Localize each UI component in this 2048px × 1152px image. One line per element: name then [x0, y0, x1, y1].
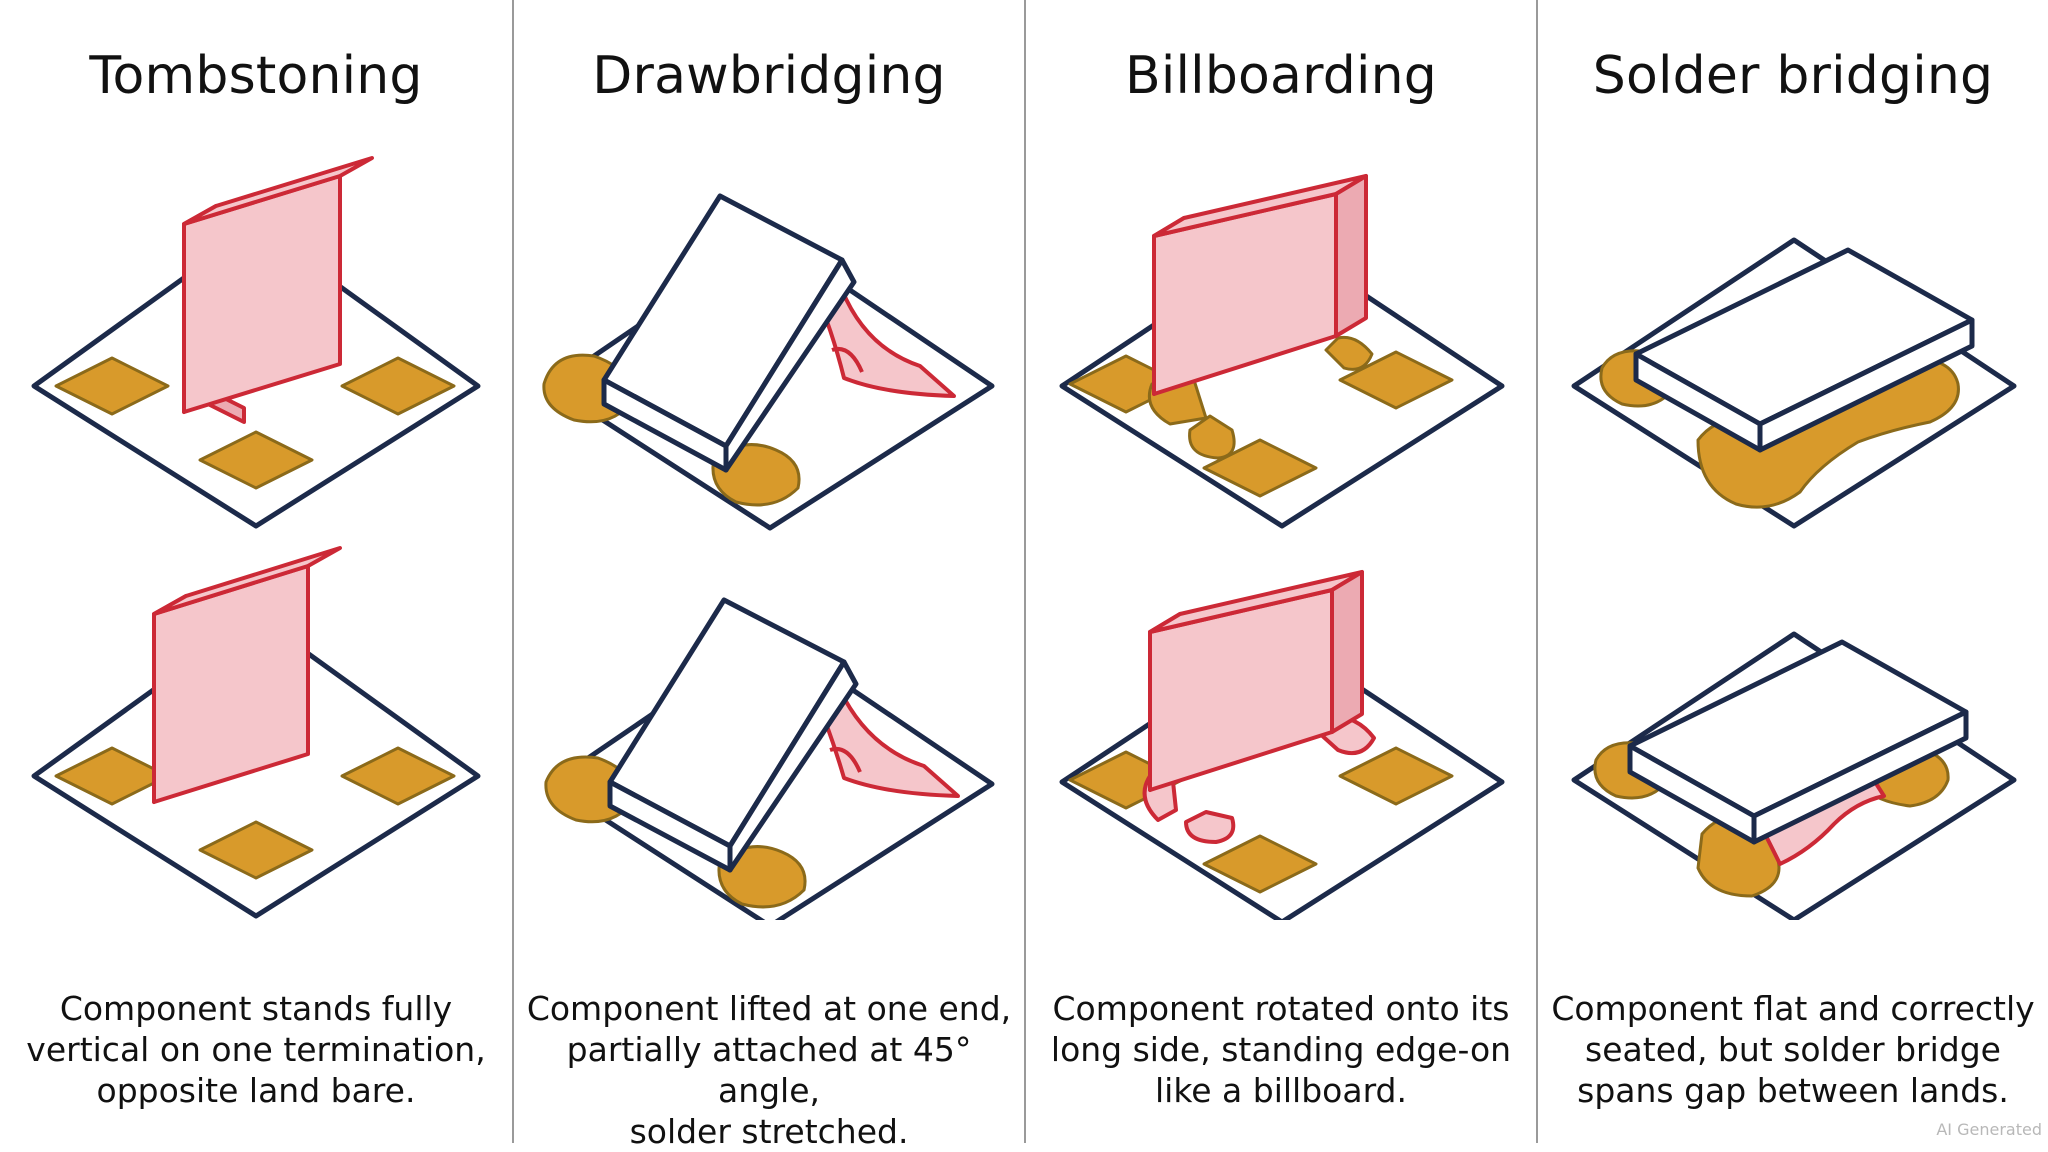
- solder-land: [198, 430, 314, 490]
- panel-title: Drawbridging: [592, 46, 946, 106]
- billboarding-example-bottom: [1059, 570, 1505, 920]
- board-outline: [1059, 633, 1505, 920]
- solder-land: [1338, 746, 1454, 806]
- solder-bridging-illustration: [1571, 237, 2017, 920]
- billboard-component-end: [1334, 174, 1368, 338]
- solder-land: [1202, 834, 1318, 894]
- solder-bridging-example-top: [1571, 237, 2017, 529]
- panel-caption: Component stands fully vertical on one t…: [10, 988, 502, 1111]
- solder-blob: [717, 845, 807, 909]
- solder-land: [1338, 350, 1454, 410]
- caption-line: spans gap between lands.: [1577, 1071, 2009, 1110]
- caption-line: partially attached at 45° angle,: [566, 1030, 972, 1110]
- caption-line: Component rotated onto its: [1052, 989, 1510, 1028]
- caption-line: seated, but solder bridge: [1585, 1030, 2001, 1069]
- caption-line: Component lifted at one end,: [526, 989, 1012, 1028]
- panel-caption: Component flat and correctly seated, but…: [1548, 988, 2038, 1111]
- solder-fillet: [1324, 335, 1374, 371]
- component-end: [1757, 317, 1975, 453]
- solder-filament: [831, 347, 864, 373]
- lifted-component-end: [727, 659, 859, 873]
- tombstoning-example-top: [31, 156, 481, 529]
- panel-caption: Component rotated onto its long side, st…: [1036, 988, 1526, 1111]
- tombstoned-component-top: [152, 546, 342, 616]
- panel-tombstoning: Tombstoning Comp: [0, 0, 512, 1143]
- panel-caption: Component lifted at one end, partially a…: [524, 988, 1014, 1152]
- solder-filament: [829, 747, 862, 773]
- drawbridging-illustration: [542, 193, 995, 920]
- tombstoned-component-top: [182, 156, 374, 226]
- watermark: AI Generated: [1936, 1120, 2042, 1139]
- panel-title: Billboarding: [1125, 46, 1437, 106]
- caption-line: long side, standing edge-on: [1050, 1030, 1512, 1069]
- solder-fillet: [1188, 414, 1236, 460]
- caption-line: Component flat and correctly: [1551, 989, 2035, 1028]
- tombstoning-example-bottom: [31, 546, 481, 919]
- lifted-component-end: [723, 257, 857, 473]
- panel-title: Solder bridging: [1592, 46, 1994, 106]
- billboarding-example-top: [1059, 174, 1505, 529]
- caption-line: solder stretched.: [629, 1112, 909, 1151]
- billboarding-illustration: [1059, 174, 1505, 920]
- drawbridging-example-top: [542, 193, 995, 531]
- defect-solder-fillet: [1184, 810, 1236, 844]
- board-outline: [1059, 237, 1505, 529]
- panel-solder-bridging: Solder bridging Component: [1536, 0, 2048, 1143]
- panel-billboarding: Billboarding: [1024, 0, 1536, 1143]
- solder-bridging-example-bottom: [1571, 631, 2017, 920]
- solder-land: [54, 356, 170, 416]
- solder-land: [54, 746, 170, 806]
- solder-land: [198, 820, 314, 880]
- solder-land: [340, 356, 456, 416]
- stretched-solder: [810, 686, 960, 798]
- drawbridging-example-bottom: [544, 597, 995, 920]
- component-end: [1751, 709, 1969, 845]
- caption-line: Component stands fully: [59, 989, 453, 1028]
- panel-title: Tombstoning: [89, 46, 423, 106]
- solder-land: [340, 746, 456, 806]
- tombstoning-illustration: [31, 156, 481, 919]
- stretched-solder: [812, 286, 956, 398]
- caption-line: like a billboard.: [1154, 1071, 1407, 1110]
- panel-drawbridging: Drawbridging: [512, 0, 1024, 1151]
- billboard-component-end: [1330, 570, 1364, 734]
- caption-line: vertical on one termination,: [26, 1030, 486, 1069]
- caption-line: opposite land bare.: [96, 1071, 416, 1110]
